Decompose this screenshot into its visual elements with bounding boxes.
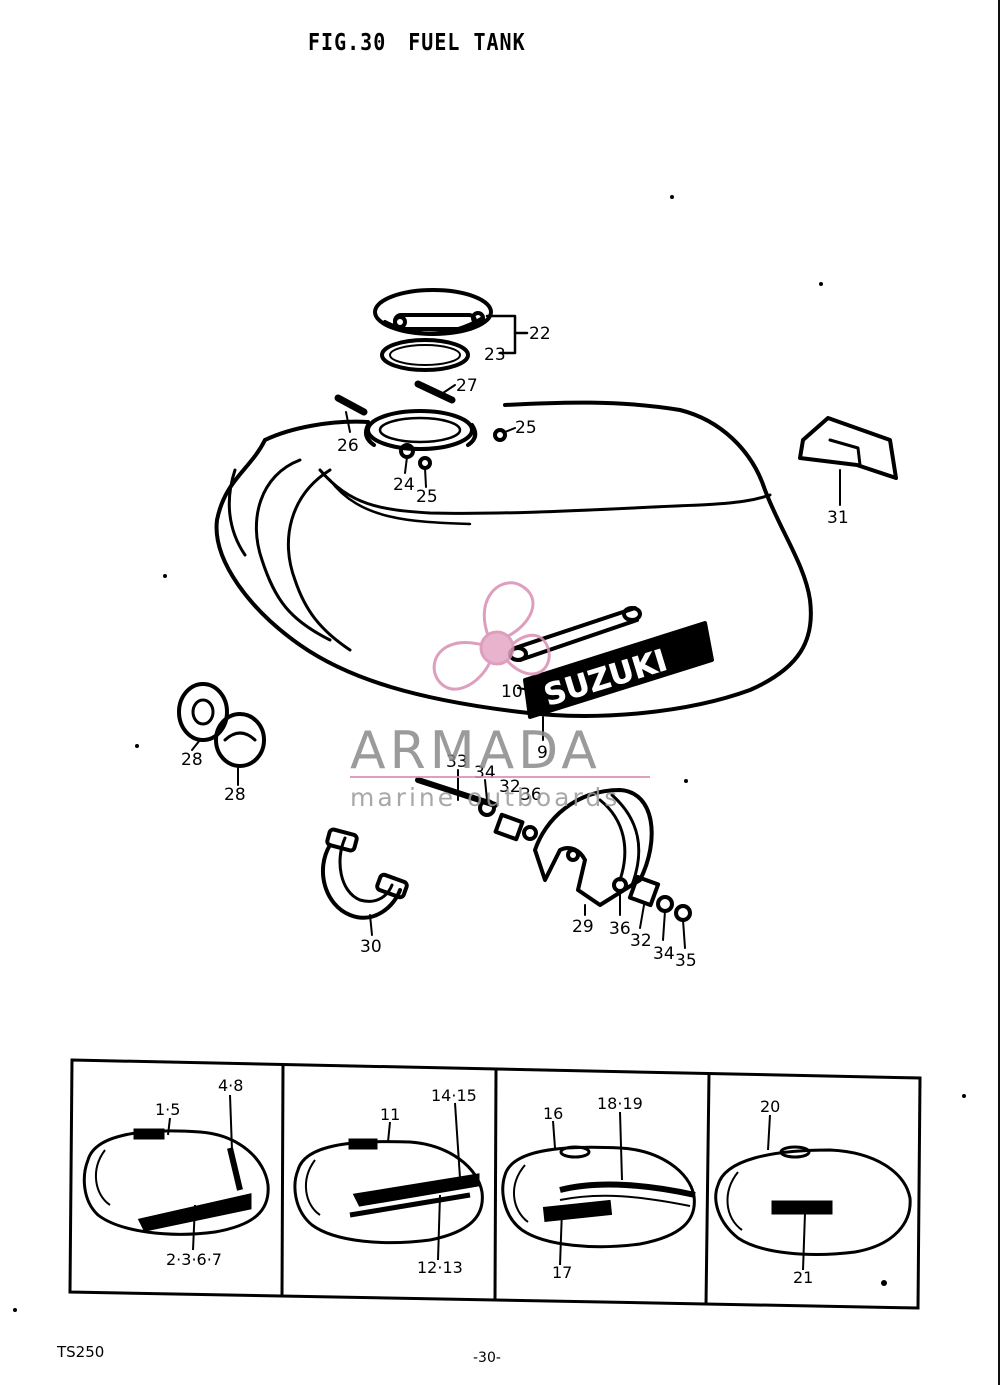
washer-34-b [656, 895, 674, 913]
callout-10: 10 [501, 682, 523, 702]
collar-36-a [522, 825, 538, 841]
variant-2-top-right: 14·15 [431, 1086, 477, 1105]
variant-2-bottom: 12·13 [417, 1258, 463, 1277]
figure-number: FIG.30 [308, 28, 387, 56]
screw-27 [414, 380, 456, 404]
watermark-tagline: marine outboards [350, 783, 620, 812]
propeller-logo [432, 581, 551, 691]
callout-24: 24 [393, 475, 415, 495]
callout-23: 23 [484, 345, 506, 365]
callout-9: 9 [537, 743, 548, 763]
figure-name: FUEL TANK [408, 28, 526, 56]
variant-1-top-right: 4·8 [218, 1076, 243, 1095]
callout-32-b: 32 [630, 931, 652, 951]
plate-32-b [627, 874, 661, 908]
fuel-tank-body [214, 400, 813, 718]
callout-36-b: 36 [609, 919, 631, 939]
collar-36-b [612, 877, 628, 893]
callout-32-a: 32 [499, 777, 521, 797]
callout-31: 31 [827, 508, 849, 528]
cap-gasket-part [380, 338, 470, 372]
callout-35: 35 [675, 951, 697, 971]
variant-4-tank [714, 1148, 912, 1256]
variant-4-bottom: 21 [793, 1268, 813, 1287]
variant-1-tank [82, 1129, 270, 1236]
callout-28-a: 28 [181, 750, 203, 770]
callout-33: 33 [446, 752, 468, 772]
tank-stripe-10 [513, 606, 639, 662]
callout-25-right: 25 [515, 418, 537, 438]
callout-27: 27 [456, 376, 478, 396]
variant-1-top-left: 1·5 [155, 1100, 180, 1119]
callout-25: 25 [416, 487, 438, 507]
grommet-28-b [214, 712, 266, 768]
variant-table [68, 1058, 922, 1310]
nut-35 [674, 904, 692, 922]
nut-25 [418, 456, 432, 470]
callout-34-b: 34 [653, 944, 675, 964]
variant-1-bottom: 2·3·6·7 [166, 1250, 222, 1269]
watermark: ARMADA marine outboards [350, 581, 650, 812]
model-label: TS250 [57, 1343, 105, 1361]
fuel-cap-part [373, 288, 493, 336]
screw-26 [334, 394, 368, 416]
suzuki-emblem-9 [523, 621, 714, 719]
mounting-bracket-31 [798, 416, 898, 480]
callout-28-b: 28 [224, 785, 246, 805]
variant-3-top-right: 18·19 [597, 1094, 643, 1113]
variant-4-top-left: 20 [760, 1097, 780, 1116]
callout-30: 30 [360, 937, 382, 957]
variant-3-bottom: 17 [552, 1263, 572, 1282]
washer-24 [399, 443, 415, 459]
plate-32-a [493, 812, 525, 842]
callout-29: 29 [572, 917, 594, 937]
callout-22: 22 [529, 324, 551, 344]
figure-title: FIG.30 FUEL TANK [308, 28, 548, 56]
callout-26: 26 [337, 436, 359, 456]
page-number: -30- [473, 1350, 501, 1366]
variant-3-top-left: 16 [543, 1104, 563, 1123]
callout-36-a: 36 [520, 785, 542, 805]
grommet-28-a [177, 682, 229, 742]
filler-neck [366, 409, 474, 451]
nut-25-right [493, 428, 507, 442]
variant-3-tank [501, 1145, 696, 1249]
rear-cushion-29 [533, 788, 654, 907]
watermark-brand: ARMADA [350, 721, 601, 781]
variant-2-top-left: 11 [380, 1105, 400, 1124]
rubber-strap-30 [320, 827, 409, 920]
